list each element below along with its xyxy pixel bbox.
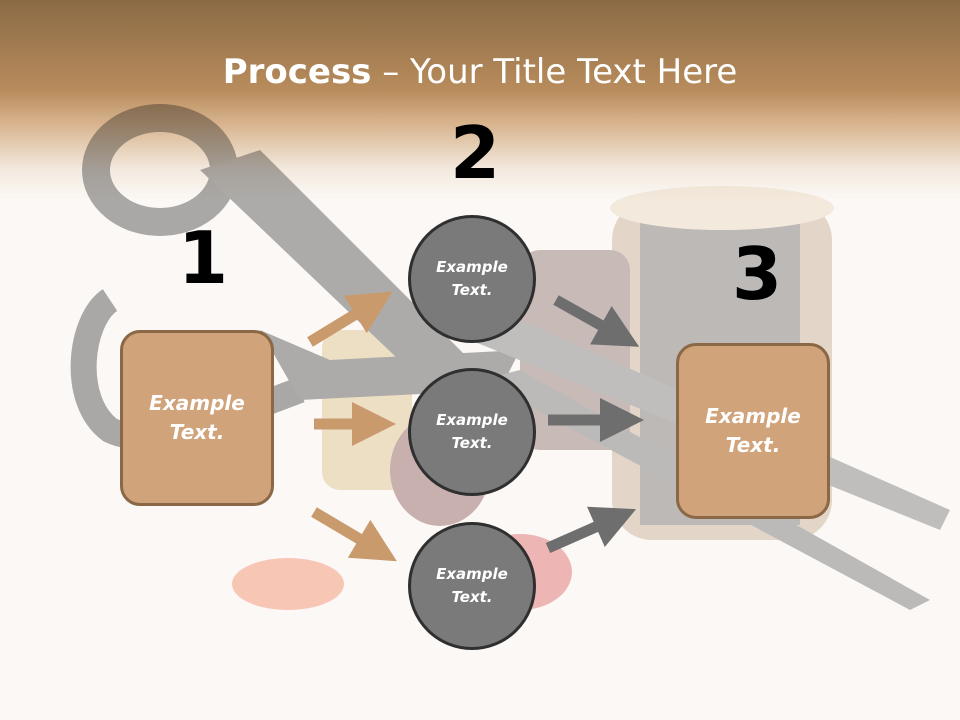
circle-2-line1: Example xyxy=(436,411,508,429)
title-bold: Process xyxy=(222,52,372,92)
circle-1-line2: Text. xyxy=(451,281,493,299)
arrow-from-circle-1 xyxy=(553,295,640,347)
circle-3-line2: Text. xyxy=(451,588,493,606)
step-1-text-line2: Text. xyxy=(169,420,225,444)
arrow-from-circle-3 xyxy=(545,506,637,554)
step-number-2: 2 xyxy=(450,111,501,195)
step-1-text-line1: Example xyxy=(149,391,245,415)
step-3-text-line2: Text. xyxy=(725,433,781,457)
header-band xyxy=(0,0,960,200)
title-rest: – Your Title Text Here xyxy=(371,52,738,92)
step-number-1: 1 xyxy=(178,216,229,300)
slide-title: Process – Your Title Text Here xyxy=(0,52,960,92)
circle-3-line1: Example xyxy=(436,565,508,583)
arrow-to-circle-1 xyxy=(307,291,393,347)
circle-1-line1: Example xyxy=(436,258,508,276)
step-3-text-line1: Example xyxy=(705,404,801,428)
arrow-to-circle-3 xyxy=(311,507,397,562)
step-number-3: 3 xyxy=(732,232,783,316)
circle-2-line2: Text. xyxy=(451,434,493,452)
